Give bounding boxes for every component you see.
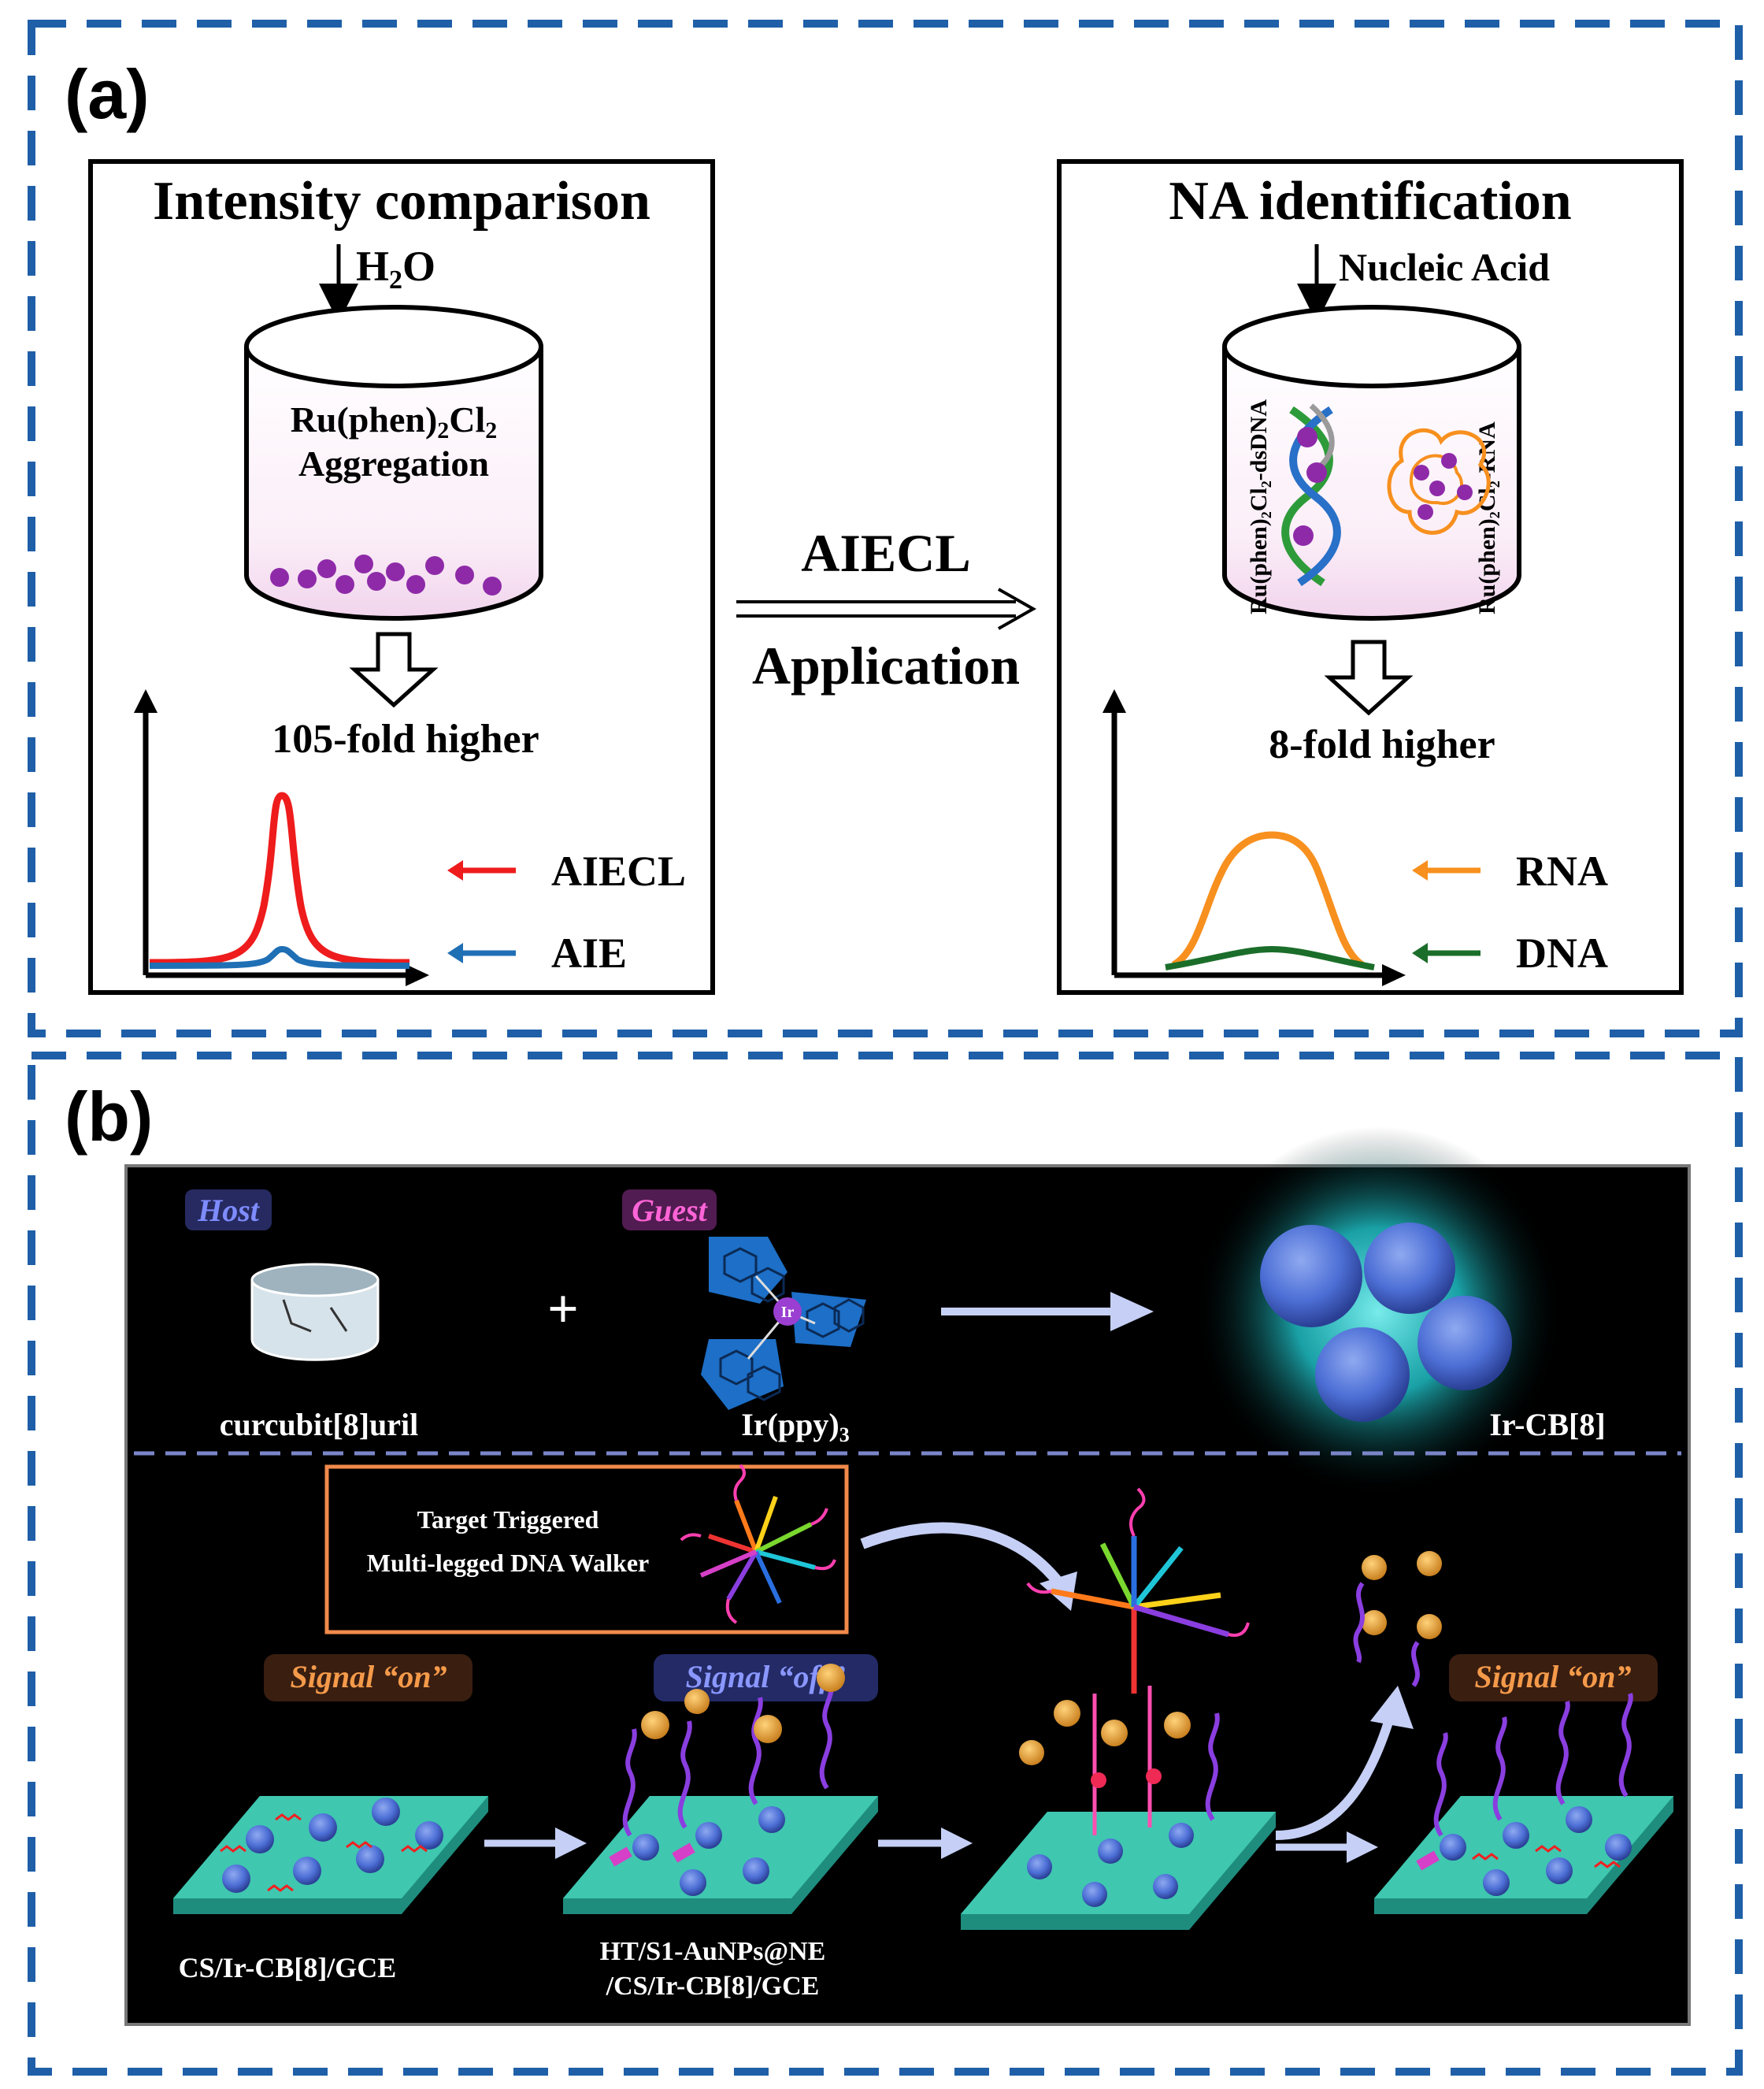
- middle-bottom-label: Application: [752, 636, 1020, 696]
- aiecl-peak: [149, 792, 410, 967]
- vessel-compound: Ru(phen)2Cl2: [291, 399, 498, 443]
- intensity-title: Intensity comparison: [153, 171, 650, 232]
- electrode-4: [1374, 1693, 1673, 1914]
- guest-name: Ir(ppy)3: [741, 1407, 849, 1446]
- vessel-aggregation: Aggregation: [298, 443, 489, 484]
- svg-text:AIECL: AIECL: [551, 848, 686, 895]
- signal-on-tag-1: Signal “on”: [264, 1654, 472, 1701]
- electrode-1: [173, 1796, 488, 1914]
- curcubituril-icon: [250, 1263, 380, 1361]
- panel-b-label: (b): [65, 1078, 153, 1156]
- electrode-2: [563, 1664, 878, 1914]
- product-name: Ir-CB[8]: [1489, 1407, 1605, 1442]
- right-legend: RNA DNA: [1412, 848, 1608, 977]
- release-curve-arrow: [1275, 1716, 1395, 1840]
- aggregation-vessel: [244, 305, 543, 621]
- panel-a-label: (a): [65, 55, 150, 133]
- host-name: curcubit[8]uril: [220, 1407, 419, 1442]
- vessel-rna-label: Ru(phen)₂Cl₂-RNA: [1474, 421, 1500, 614]
- electrode-1-label: CS/Ir-CB[8]/GCE: [179, 1952, 397, 1983]
- result-arrow-right: [1324, 640, 1414, 716]
- guest-tag: [622, 1189, 717, 1230]
- left-result: 105-fold higher: [272, 717, 539, 762]
- walker-curve-arrow: [860, 1522, 1064, 1587]
- svg-text:Signal “on”: Signal “on”: [1475, 1659, 1632, 1694]
- svg-text:DNA: DNA: [1516, 929, 1608, 977]
- middle-top-label: AIECL: [801, 523, 970, 583]
- aie-peak: [149, 945, 410, 969]
- panel-a-frame: [28, 20, 1743, 1037]
- dna-helix-icon: [1281, 403, 1341, 587]
- panel-b-frame: [28, 1052, 1743, 2076]
- svg-text:Host: Host: [197, 1193, 261, 1228]
- vessel-dsdna-label: Ru(phen)₂Cl₂-dsDNA: [1246, 399, 1272, 614]
- left-plot: [134, 689, 429, 986]
- step-arrow-1: [484, 1827, 587, 1859]
- ir-center-label: Ir: [781, 1304, 795, 1321]
- dna-walker-icon: [680, 1464, 836, 1624]
- na-title: NA identification: [1169, 171, 1571, 232]
- right-result: 8-fold higher: [1269, 722, 1495, 767]
- svg-text:AIE: AIE: [551, 929, 627, 977]
- electrode-2-label-1: HT/S1-AuNPs@NE: [600, 1937, 826, 1966]
- plus-sign: +: [547, 1279, 579, 1340]
- right-plot: [1102, 689, 1406, 986]
- electrode-2-label-2: /CS/Ir-CB[8]/GCE: [606, 1972, 820, 2001]
- signal-on-tag-2: Signal “on”: [1449, 1654, 1658, 1701]
- rna-blob-icon: [1387, 428, 1491, 535]
- rna-peak: [1171, 831, 1365, 969]
- result-arrow-left: [349, 632, 439, 708]
- aiecl-application-arrow: [736, 588, 1037, 630]
- walker-line1: Target Triggered: [417, 1505, 599, 1534]
- synthesis-arrow: [941, 1292, 1154, 1331]
- svg-text:Signal “on”: Signal “on”: [291, 1659, 447, 1694]
- release-curve-arrowhead: [1370, 1686, 1414, 1729]
- host-tag: [185, 1189, 272, 1230]
- nucleic-label: Nucleic Acid: [1339, 245, 1550, 289]
- electrode-3: [961, 1487, 1276, 1930]
- left-legend: AIECL AIE: [447, 848, 686, 977]
- aggregate-dots: [270, 555, 502, 596]
- svg-text:RNA: RNA: [1516, 848, 1608, 895]
- dna-peak: [1165, 945, 1375, 970]
- step-arrow-2: [878, 1827, 973, 1859]
- svg-text:Guest: Guest: [632, 1193, 708, 1228]
- water-label: H2O: [356, 243, 435, 295]
- released-aunp-strands: [1353, 1551, 1442, 1687]
- walker-box: [324, 1464, 849, 1634]
- step-arrow-3: [1276, 1831, 1378, 1863]
- walker-line2: Multi-legged DNA Walker: [367, 1549, 650, 1577]
- ir-ppy3-icon: [701, 1237, 866, 1410]
- ir-cb8-nanoparticles: [1193, 1126, 1563, 1497]
